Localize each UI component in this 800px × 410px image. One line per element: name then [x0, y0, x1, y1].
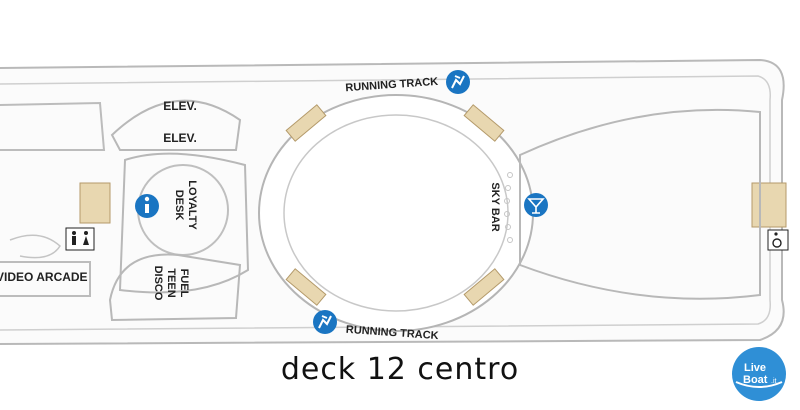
courtyard-stair-nw: [285, 104, 327, 142]
running-track-icon-bottom: [313, 310, 337, 334]
arcade-wall: [0, 261, 91, 297]
fuel-teen-disco-label-line1: FUEL: [178, 269, 190, 298]
sky-bar-label: SKY BAR: [489, 182, 501, 231]
courtyard-inner-ring: [283, 114, 509, 312]
courtyard-stair-ne: [463, 104, 505, 142]
stairs-left: [79, 182, 111, 224]
running-track-icon-top: [446, 70, 470, 94]
cocktail-icon: [524, 193, 548, 217]
deck-caption: deck 12 centro: [280, 352, 520, 387]
loyalty-desk-label-line1: LOYALTY: [186, 180, 198, 230]
logo-line1: Live: [744, 362, 766, 374]
elevator-label-lower: ELEV.: [163, 131, 197, 145]
info-icon: [135, 194, 159, 218]
loyalty-area-outline: [118, 152, 250, 294]
courtyard-stair-se: [463, 268, 505, 306]
left-wall-segment: [0, 101, 106, 151]
liveboat-logo: Live Boat .it: [732, 347, 786, 401]
stairs-right: [751, 182, 787, 228]
elevator-label-upper: ELEV.: [163, 99, 197, 113]
video-arcade-label: VIDEO ARCADE: [0, 270, 88, 284]
sky-bar-lounge: [519, 108, 761, 300]
loyalty-desk-label-line2: DESK: [173, 190, 185, 221]
logo-line2: Boat: [743, 374, 768, 386]
fuel-teen-disco-outline: [108, 253, 242, 322]
restroom-icon: [65, 227, 95, 251]
fuel-teen-disco-label-line2: TEEN: [165, 268, 177, 297]
elevator-lobby-upper: [110, 99, 242, 151]
wheelchair-icon: [767, 229, 789, 251]
logo-suffix: .it: [771, 378, 777, 385]
courtyard-stair-sw: [285, 268, 327, 306]
sky-bar-seats: [504, 172, 513, 243]
fuel-teen-disco-label-line3: DISCO: [152, 266, 164, 301]
pool-edge-curve: [9, 234, 61, 259]
